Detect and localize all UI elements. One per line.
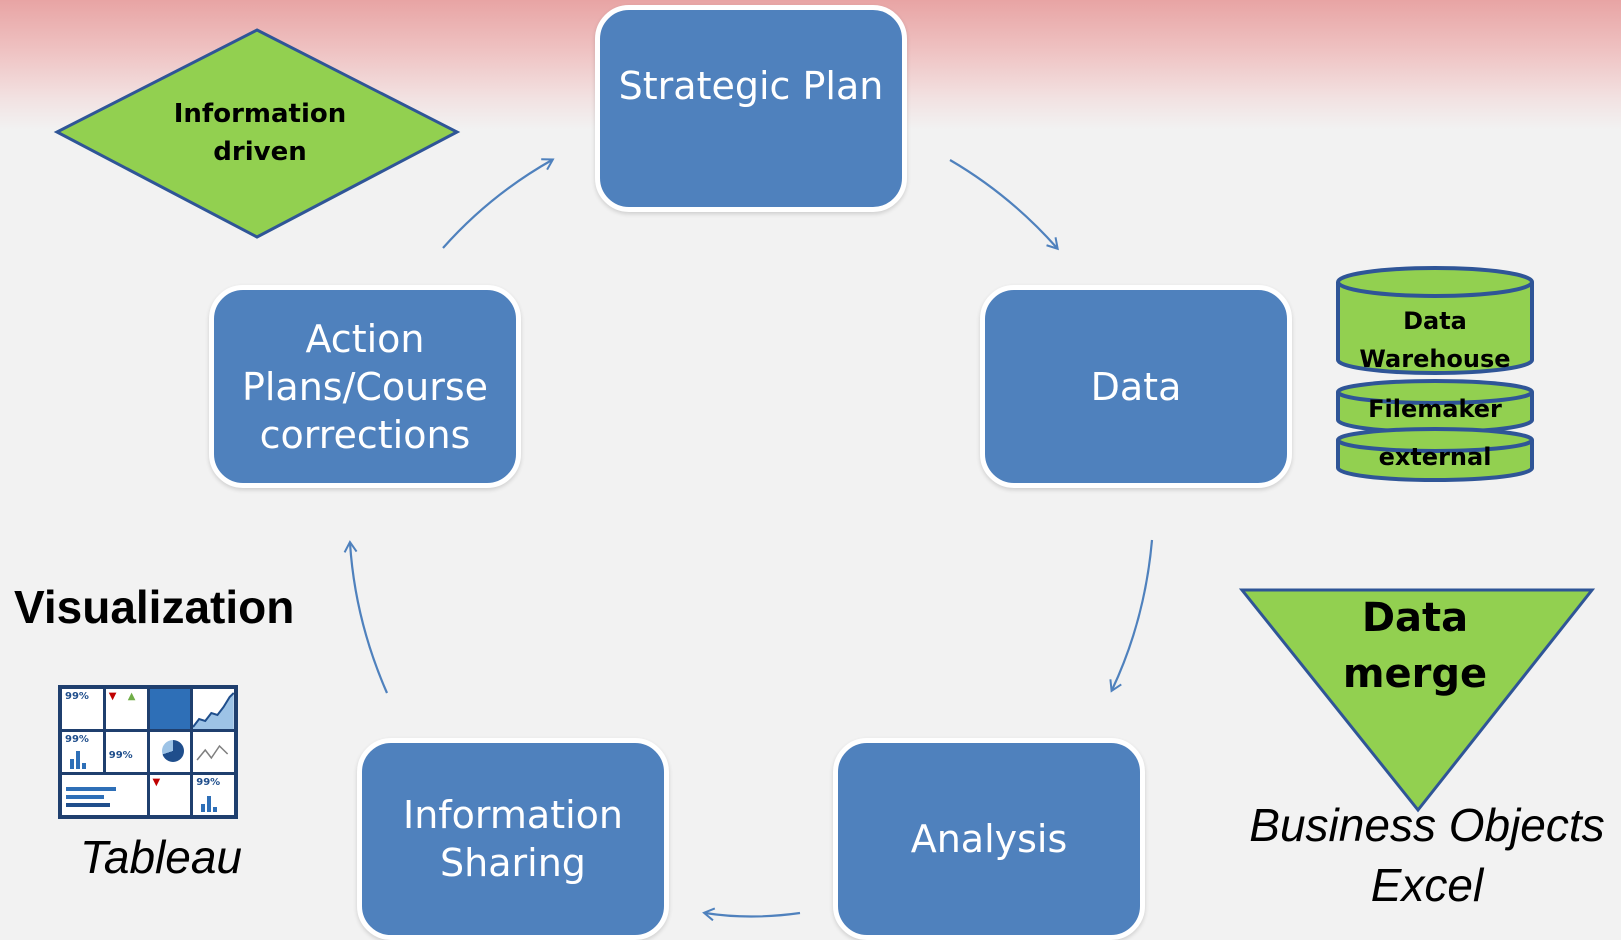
arrow-data-to-analysis [1109,539,1154,693]
data-label: Data [1090,364,1182,409]
information-sharing-label: Information Sharing [403,793,623,885]
dashboard-tile: 99% [193,775,234,815]
database-cylinders [1336,266,1534,482]
analysis-label: Analysis [910,817,1068,861]
analysis-box: Analysis [833,738,1145,940]
dashboard-tile [149,689,191,729]
strategic-plan-label: Strategic Plan [618,64,884,108]
dashboard-tile: 99% [62,689,103,729]
arrow-analysis-to-sharing [702,907,801,922]
action-plans-box: Action Plans/Course corrections [209,285,521,488]
dashboard-tile: ▼ [149,775,191,815]
data-merge-triangle [1238,588,1596,813]
dashboard-tile: ▼ ▲ [105,689,147,729]
arrow-up-icon: ▲ [127,691,136,702]
excel-caption: Excel [1370,859,1484,911]
action-plans-label: Action Plans/Course corrections [241,316,489,457]
information-driven-label: Information driven [173,99,347,167]
dashboard-tile [193,732,234,772]
dashboard-tile: 99% [105,732,147,772]
pie-chart-icon [161,740,184,762]
arrow-strategic-to-data [949,159,1059,251]
cylinder-label-external: external [1378,443,1492,471]
dashboard-tile: 99% [62,732,103,772]
arrow-sharing-to-action [343,540,389,694]
business-objects-caption: Business Objects [1249,799,1605,851]
information-sharing-box: Information Sharing [357,738,669,940]
data-box: Data [980,285,1292,488]
dashboard-line-chart-tile [193,689,234,729]
bar-chart-icon [201,796,218,812]
cylinder-label-data-warehouse: Data Warehouse [1359,307,1511,373]
arrow-action-to-strategic [442,158,555,249]
arrow-down-icon: ▼ [152,777,161,788]
tableau-dashboard-thumbnail: 99% ▼ ▲ 99% 99% ▼ 99% [58,685,238,819]
visualization-title: Visualization [14,581,295,633]
tableau-caption: Tableau [80,831,243,883]
cylinder-label-filemaker: Filemaker [1368,395,1502,423]
strategic-plan-box: Strategic Plan [595,5,907,212]
data-merge-label: Data merge [1342,595,1488,697]
arrow-down-icon: ▼ [108,691,117,702]
dashboard-pie-tile [149,732,191,772]
bar-chart-icon [70,751,86,769]
dashboard-hbar-tile [62,775,147,815]
information-driven-diamond [53,28,461,239]
